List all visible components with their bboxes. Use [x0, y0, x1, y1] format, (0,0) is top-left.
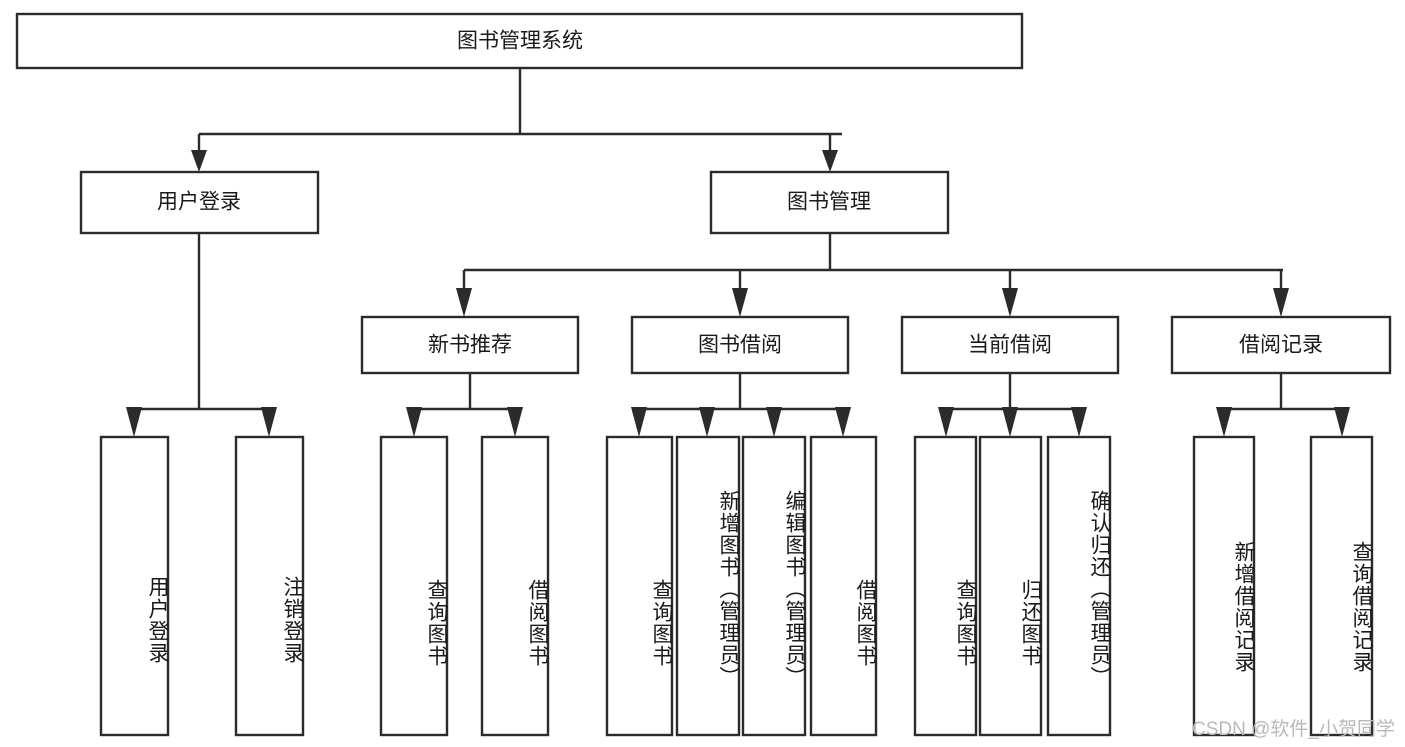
arrowhead-leaf-query-record	[1334, 407, 1350, 437]
node-user-login[interactable]: 用户登录	[79, 170, 320, 235]
leaf-boxes	[99, 435, 1374, 737]
leaf-logout-box[interactable]	[234, 435, 305, 737]
leaf-return-book-box[interactable]	[978, 435, 1043, 737]
arrowhead-leaf-user-login	[126, 407, 142, 437]
leaf-query-book-1-box[interactable]	[379, 435, 449, 737]
leaf-add-book-box[interactable]	[675, 435, 741, 737]
node-book-manage-label: 图书管理	[787, 191, 871, 214]
node-current-borrow-box[interactable]	[900, 315, 1120, 375]
leaf-query-book-2-box[interactable]	[605, 435, 674, 737]
watermark-label: CSDN @软件_小贺同学	[1192, 719, 1395, 740]
node-book-manage[interactable]: 图书管理	[709, 170, 950, 235]
arrowhead-leaf-return-book	[1002, 407, 1018, 437]
node-borrow-record[interactable]: 借阅记录	[1170, 315, 1392, 375]
leaf-borrow-book-1-box[interactable]	[480, 435, 550, 737]
node-borrow-record-label: 借阅记录	[1239, 334, 1323, 357]
arrowhead-leaf-borrow-book-1	[507, 407, 523, 437]
arrowhead-leaf-edit-book	[766, 407, 782, 437]
leaf-user-login-box[interactable]	[99, 435, 170, 737]
arrowhead-user-login	[191, 150, 207, 172]
leaf-query-record-box[interactable]	[1309, 435, 1374, 737]
node-book-borrow-box[interactable]	[630, 315, 850, 375]
node-user-login-box[interactable]	[79, 170, 320, 235]
arrowhead-leaf-add-book	[699, 407, 715, 437]
node-book-manage-box[interactable]	[709, 170, 950, 235]
leaf-confirm-return-box[interactable]	[1046, 435, 1112, 737]
node-user-login-label: 用户登录	[157, 191, 241, 214]
node-root-box[interactable]	[15, 12, 1024, 70]
arrowhead-leaf-logout	[261, 407, 277, 437]
leaf-add-record-box[interactable]	[1192, 435, 1256, 737]
arrowhead-leaf-borrow-book-2	[835, 407, 851, 437]
node-new-book-recommend-box[interactable]	[360, 315, 580, 375]
arrowhead-current-borrow	[1002, 288, 1018, 317]
node-root[interactable]: 图书管理系统	[15, 12, 1024, 70]
leaf-query-book-3-box[interactable]	[913, 435, 978, 737]
node-current-borrow-label: 当前借阅	[968, 334, 1052, 357]
arrowhead-leaf-query-book-3	[938, 407, 954, 437]
connectors	[126, 68, 1350, 437]
arrowhead-leaf-query-book-1	[406, 407, 422, 437]
arrowhead-book-manage	[822, 150, 838, 172]
arrowhead-leaf-confirm-return	[1071, 407, 1087, 437]
arrowhead-borrow-record	[1273, 288, 1289, 317]
node-new-book-recommend[interactable]: 新书推荐	[360, 315, 580, 375]
leaf-edit-book-box[interactable]	[741, 435, 807, 737]
arrowhead-leaf-add-record	[1216, 407, 1232, 437]
leaf-borrow-book-2-box[interactable]	[809, 435, 878, 737]
node-book-borrow-label: 图书借阅	[698, 334, 782, 357]
node-root-label: 图书管理系统	[457, 30, 583, 53]
arrowhead-new-book-recommend	[456, 288, 472, 317]
node-new-book-recommend-label: 新书推荐	[428, 334, 512, 357]
node-borrow-record-box[interactable]	[1170, 315, 1392, 375]
arrowhead-leaf-query-book-2	[631, 407, 647, 437]
node-book-borrow[interactable]: 图书借阅	[630, 315, 850, 375]
node-current-borrow[interactable]: 当前借阅	[900, 315, 1120, 375]
arrowhead-book-borrow	[732, 288, 748, 317]
